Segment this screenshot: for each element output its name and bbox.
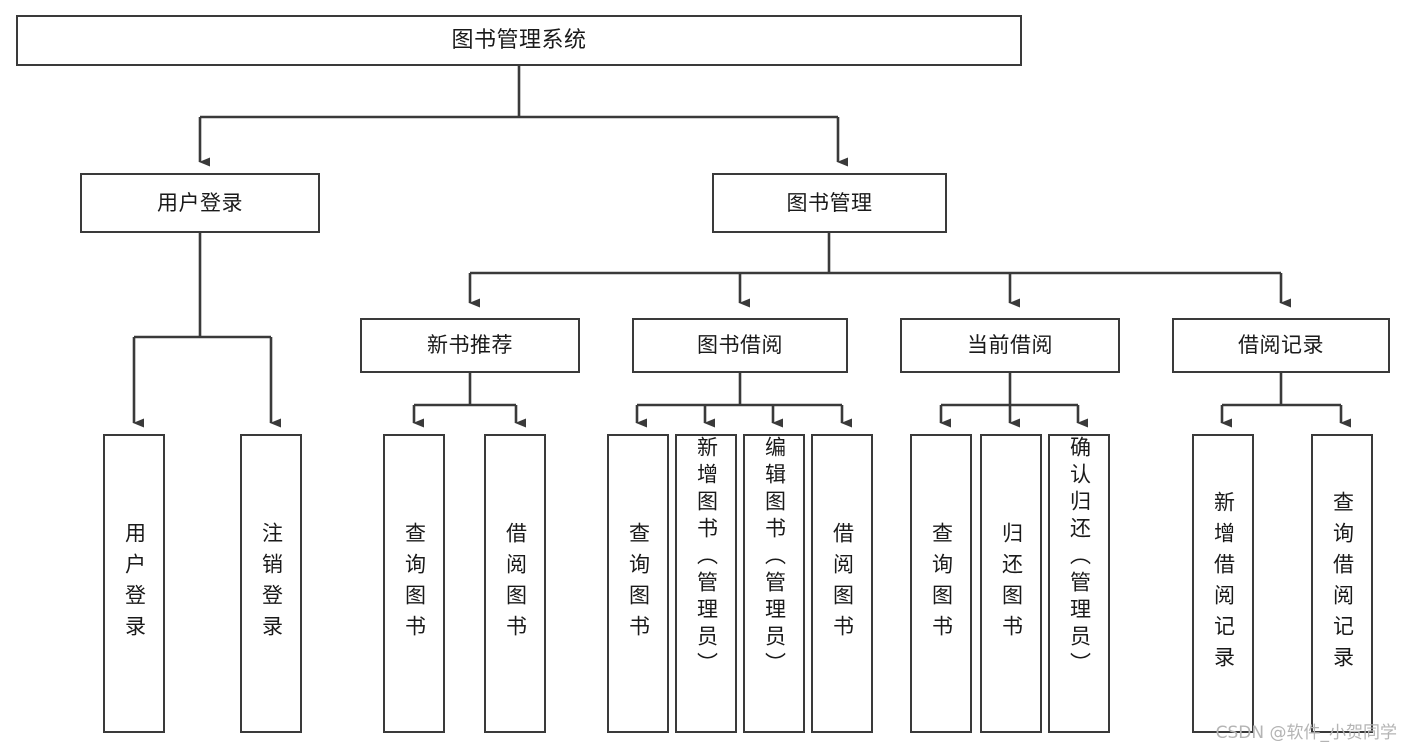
leaf-logout-label: 注销登录 (259, 521, 284, 646)
leaf-edit-book-label: 编辑图书（管理员） (762, 436, 787, 679)
leaf-confirm-return-label: 确认归还（管理员） (1067, 436, 1092, 679)
node-root-label: 图书管理系统 (451, 27, 587, 53)
node-user-login[interactable]: 用户登录 (80, 173, 320, 233)
leaf-user-login-label: 用户登录 (122, 521, 147, 646)
leaf-query-record[interactable]: 查询借阅记录 (1311, 434, 1373, 733)
leaf-logout[interactable]: 注销登录 (240, 434, 302, 733)
node-current-borrow-label: 当前借阅 (967, 333, 1053, 357)
leaf-add-book[interactable]: 新增图书（管理员） (675, 434, 737, 733)
node-current-borrow[interactable]: 当前借阅 (900, 318, 1120, 373)
node-user-login-label: 用户登录 (157, 190, 243, 215)
leaf-query-record-label: 查询借阅记录 (1330, 490, 1355, 677)
watermark: CSDN @软件_小贺同学 (1215, 723, 1397, 743)
node-book-borrow-label: 图书借阅 (697, 333, 783, 357)
leaf-borrow-book-2[interactable]: 借阅图书 (811, 434, 873, 733)
leaf-borrow-book-2-label: 借阅图书 (830, 521, 855, 646)
leaf-edit-book[interactable]: 编辑图书（管理员） (743, 434, 805, 733)
node-borrow-record-label: 借阅记录 (1238, 333, 1324, 357)
node-new-book-recommend[interactable]: 新书推荐 (360, 318, 580, 373)
leaf-query-book-1-label: 查询图书 (402, 521, 427, 646)
leaf-query-book-2[interactable]: 查询图书 (607, 434, 669, 733)
leaf-add-record[interactable]: 新增借阅记录 (1192, 434, 1254, 733)
leaf-add-record-label: 新增借阅记录 (1211, 490, 1236, 677)
node-book-manage-label: 图书管理 (786, 190, 873, 215)
leaf-return-book-label: 归还图书 (999, 521, 1024, 646)
node-book-borrow[interactable]: 图书借阅 (632, 318, 848, 373)
node-borrow-record[interactable]: 借阅记录 (1172, 318, 1390, 373)
node-root[interactable]: 图书管理系统 (16, 15, 1022, 66)
leaf-query-book-1[interactable]: 查询图书 (383, 434, 445, 733)
leaf-return-book[interactable]: 归还图书 (980, 434, 1042, 733)
leaf-query-book-2-label: 查询图书 (626, 521, 651, 646)
leaf-confirm-return[interactable]: 确认归还（管理员） (1048, 434, 1110, 733)
node-book-manage[interactable]: 图书管理 (712, 173, 947, 233)
leaf-query-book-3-label: 查询图书 (929, 521, 954, 646)
leaf-borrow-book-1[interactable]: 借阅图书 (484, 434, 546, 733)
node-new-book-recommend-label: 新书推荐 (427, 333, 513, 357)
leaf-borrow-book-1-label: 借阅图书 (503, 521, 528, 646)
leaf-user-login[interactable]: 用户登录 (103, 434, 165, 733)
leaf-query-book-3[interactable]: 查询图书 (910, 434, 972, 733)
leaf-add-book-label: 新增图书（管理员） (694, 436, 719, 679)
